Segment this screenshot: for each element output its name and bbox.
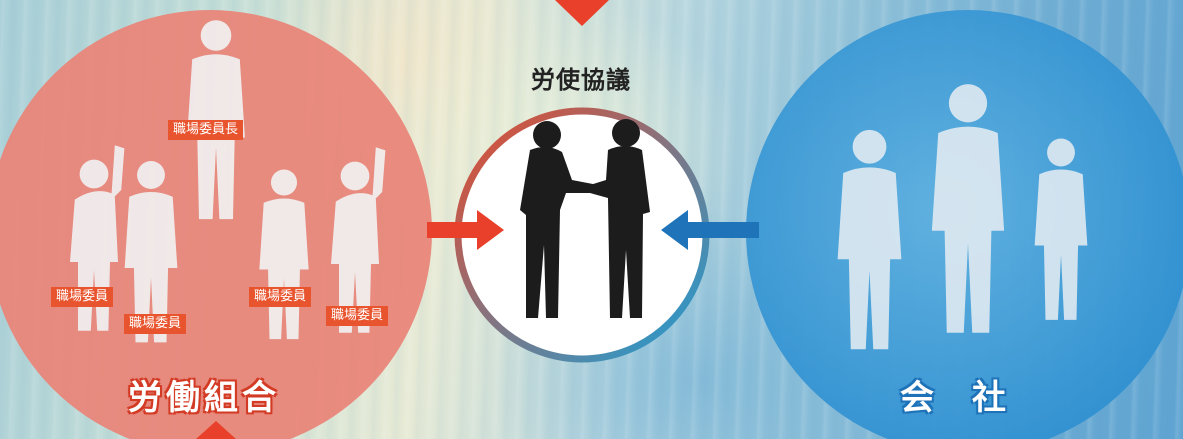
- chief-label: 職場委員長: [168, 120, 244, 140]
- arrow-right-icon: [427, 210, 504, 250]
- triangle-down-icon: [555, 0, 609, 26]
- member-label: 職場委員: [249, 287, 312, 307]
- arrow-left-icon: [661, 210, 759, 250]
- handshake-icon: [520, 119, 650, 318]
- negotiation-title: 労使協議: [531, 66, 631, 94]
- union-title: 労働組合: [128, 378, 280, 418]
- company-title: 会社: [900, 378, 1044, 418]
- member-label: 職場委員: [124, 314, 187, 334]
- member-label: 職場委員: [51, 287, 114, 307]
- union-circle: [0, 10, 432, 439]
- triangle-up-icon: [196, 421, 236, 439]
- member-label: 職場委員: [326, 306, 389, 326]
